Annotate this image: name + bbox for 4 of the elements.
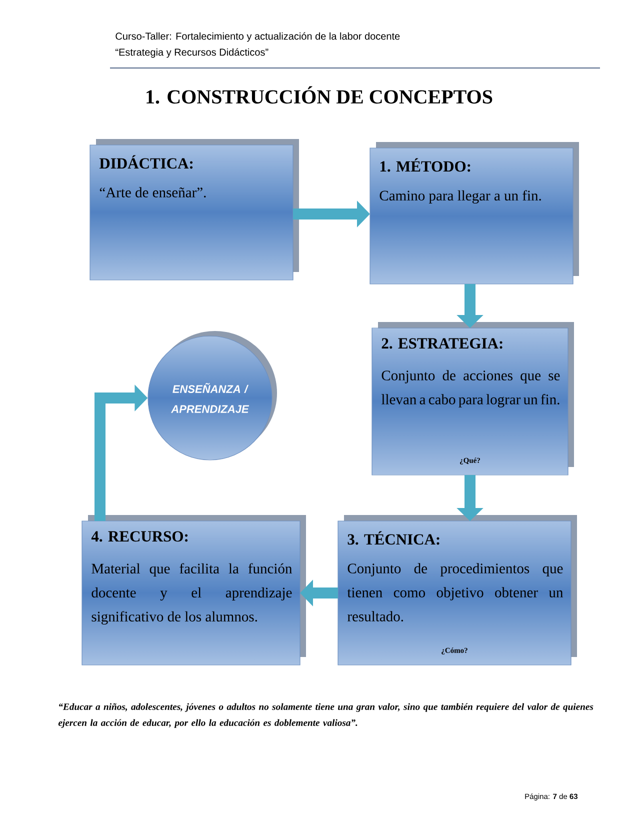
header-text: Curso-Taller: Fortalecimiento y actualización de la labor docente: [116, 32, 400, 42]
header-text: “Estrategia y Recursos Didácticos”: [116, 48, 268, 58]
quote-text: “Educar a niños, adolescentes, jóvenes o adultos no solamente tiene una gran valor, sino que también requiere del valor de quienes ejercen la acción de educar, por ello la educación es doblemente valiosa”.: [58, 703, 594, 728]
page-title: 1. CONSTRUCCIÓN DE CONCEPTOS: [146, 86, 492, 104]
